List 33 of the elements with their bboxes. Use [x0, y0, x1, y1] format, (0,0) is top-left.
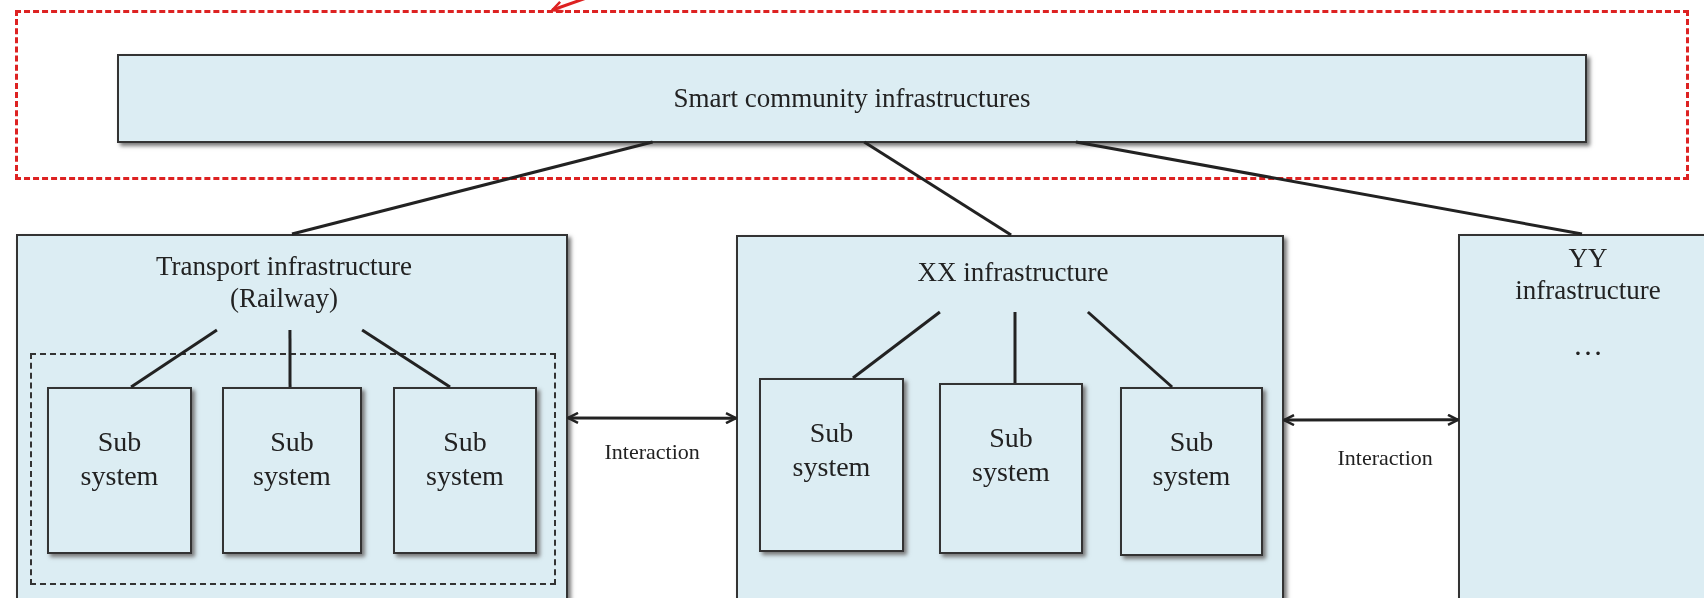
box-title: Sub system [1151, 425, 1232, 493]
box-title: YY infrastructure [1514, 242, 1662, 307]
subsystem-box [222, 387, 362, 554]
connector-line [1086, 310, 1174, 389]
infrastructure-box [1458, 234, 1704, 598]
connector-line [130, 328, 218, 389]
infrastructure-box [16, 234, 568, 598]
infrastructure-box [117, 54, 1587, 143]
box-title: Transport infrastructure (Railway) [154, 250, 414, 315]
connector-line [863, 140, 1012, 237]
connector-line [291, 140, 653, 236]
connector-line [852, 310, 941, 380]
box-title: Sub system [971, 421, 1051, 489]
subsystem-box [939, 383, 1083, 554]
highlight-frame [15, 10, 1689, 180]
infrastructure-box [736, 235, 1284, 598]
group-frame [30, 353, 556, 585]
box-title: XX infrastructure [916, 256, 1110, 289]
box-title: Sub system [79, 425, 160, 493]
subsystem-box [1120, 387, 1263, 556]
connector-line [288, 330, 292, 387]
arrow [566, 411, 738, 425]
ellipsis-text: … [1572, 336, 1604, 354]
connector-line [1013, 312, 1017, 383]
arrow [1282, 413, 1460, 427]
subsystem-box [393, 387, 537, 554]
box-title: Smart community infrastructures [672, 82, 1032, 115]
box-title: Sub system [425, 425, 505, 493]
subsystem-box [47, 387, 192, 554]
box-title: Sub system [791, 416, 872, 484]
subsystem-box [759, 378, 904, 552]
connector-line [1075, 140, 1583, 236]
box-title: Sub system [252, 425, 332, 493]
